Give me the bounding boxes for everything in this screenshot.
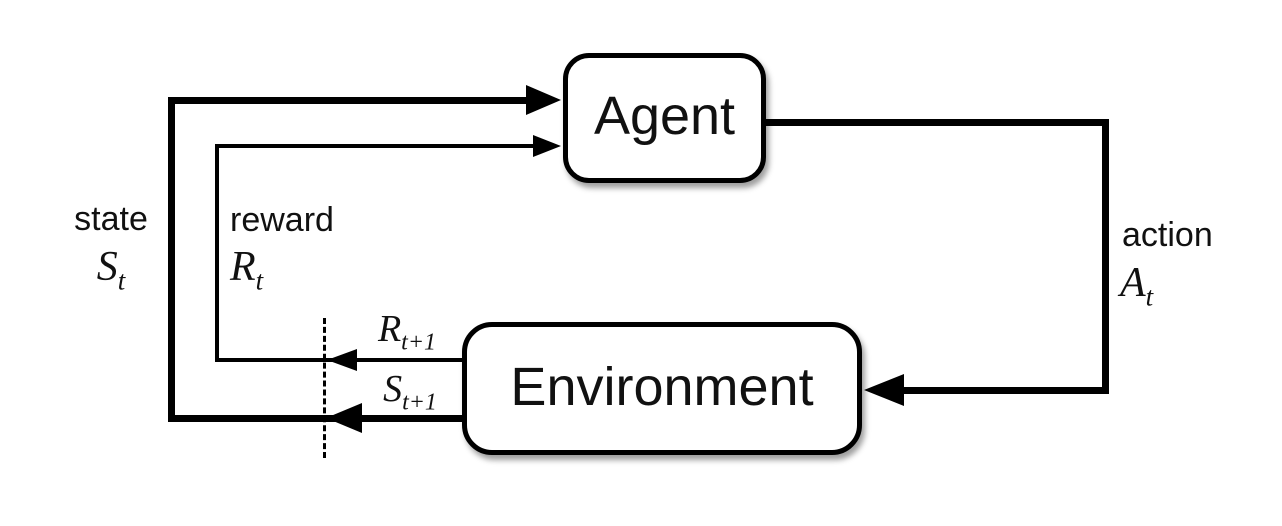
next-reward-arrowhead-left-icon xyxy=(327,349,357,371)
action-symbol-subscript: t xyxy=(1145,281,1154,312)
reward-edge-label: reward xyxy=(230,201,334,239)
next-state-symbol-base: S xyxy=(383,368,403,410)
reward-edge-vertical-segment xyxy=(215,144,219,362)
timestep-boundary-dashed-line xyxy=(323,318,326,458)
state-symbol-subscript: t xyxy=(117,265,126,296)
reward-edge-top-segment xyxy=(215,144,534,148)
state-edge-bottom-segment xyxy=(168,415,462,422)
state-symbol: St xyxy=(61,244,161,294)
next-state-symbol: St+1 xyxy=(360,368,460,414)
action-edge-top-segment xyxy=(765,119,1109,126)
reward-symbol-subscript: t xyxy=(255,265,264,296)
reward-symbol-base: R xyxy=(230,244,256,290)
next-state-arrowhead-left-icon xyxy=(326,403,362,433)
state-edge-vertical-segment xyxy=(168,97,175,422)
environment-node-label: Environment xyxy=(510,356,814,417)
next-reward-symbol: Rt+1 xyxy=(357,308,457,354)
action-edge-label: action xyxy=(1122,216,1213,254)
agent-node: Agent xyxy=(563,53,766,183)
state-symbol-base: S xyxy=(96,244,118,290)
next-state-symbol-subscript: t+1 xyxy=(402,389,437,416)
state-arrowhead-right-icon xyxy=(526,85,561,115)
action-arrowhead-left-icon xyxy=(864,374,904,406)
state-edge-label: state xyxy=(74,200,148,238)
reward-symbol: Rt xyxy=(230,244,263,294)
action-symbol: At xyxy=(1120,260,1153,310)
next-reward-symbol-subscript: t+1 xyxy=(401,329,437,356)
action-edge-vertical-segment xyxy=(1102,119,1109,394)
reward-arrowhead-right-icon xyxy=(533,135,561,157)
environment-node: Environment xyxy=(462,322,862,455)
state-edge-top-segment xyxy=(168,97,528,104)
action-edge-bottom-segment xyxy=(896,387,1109,394)
agent-node-label: Agent xyxy=(593,86,736,146)
action-symbol-base: A xyxy=(1120,260,1146,306)
next-reward-symbol-base: R xyxy=(377,308,402,350)
